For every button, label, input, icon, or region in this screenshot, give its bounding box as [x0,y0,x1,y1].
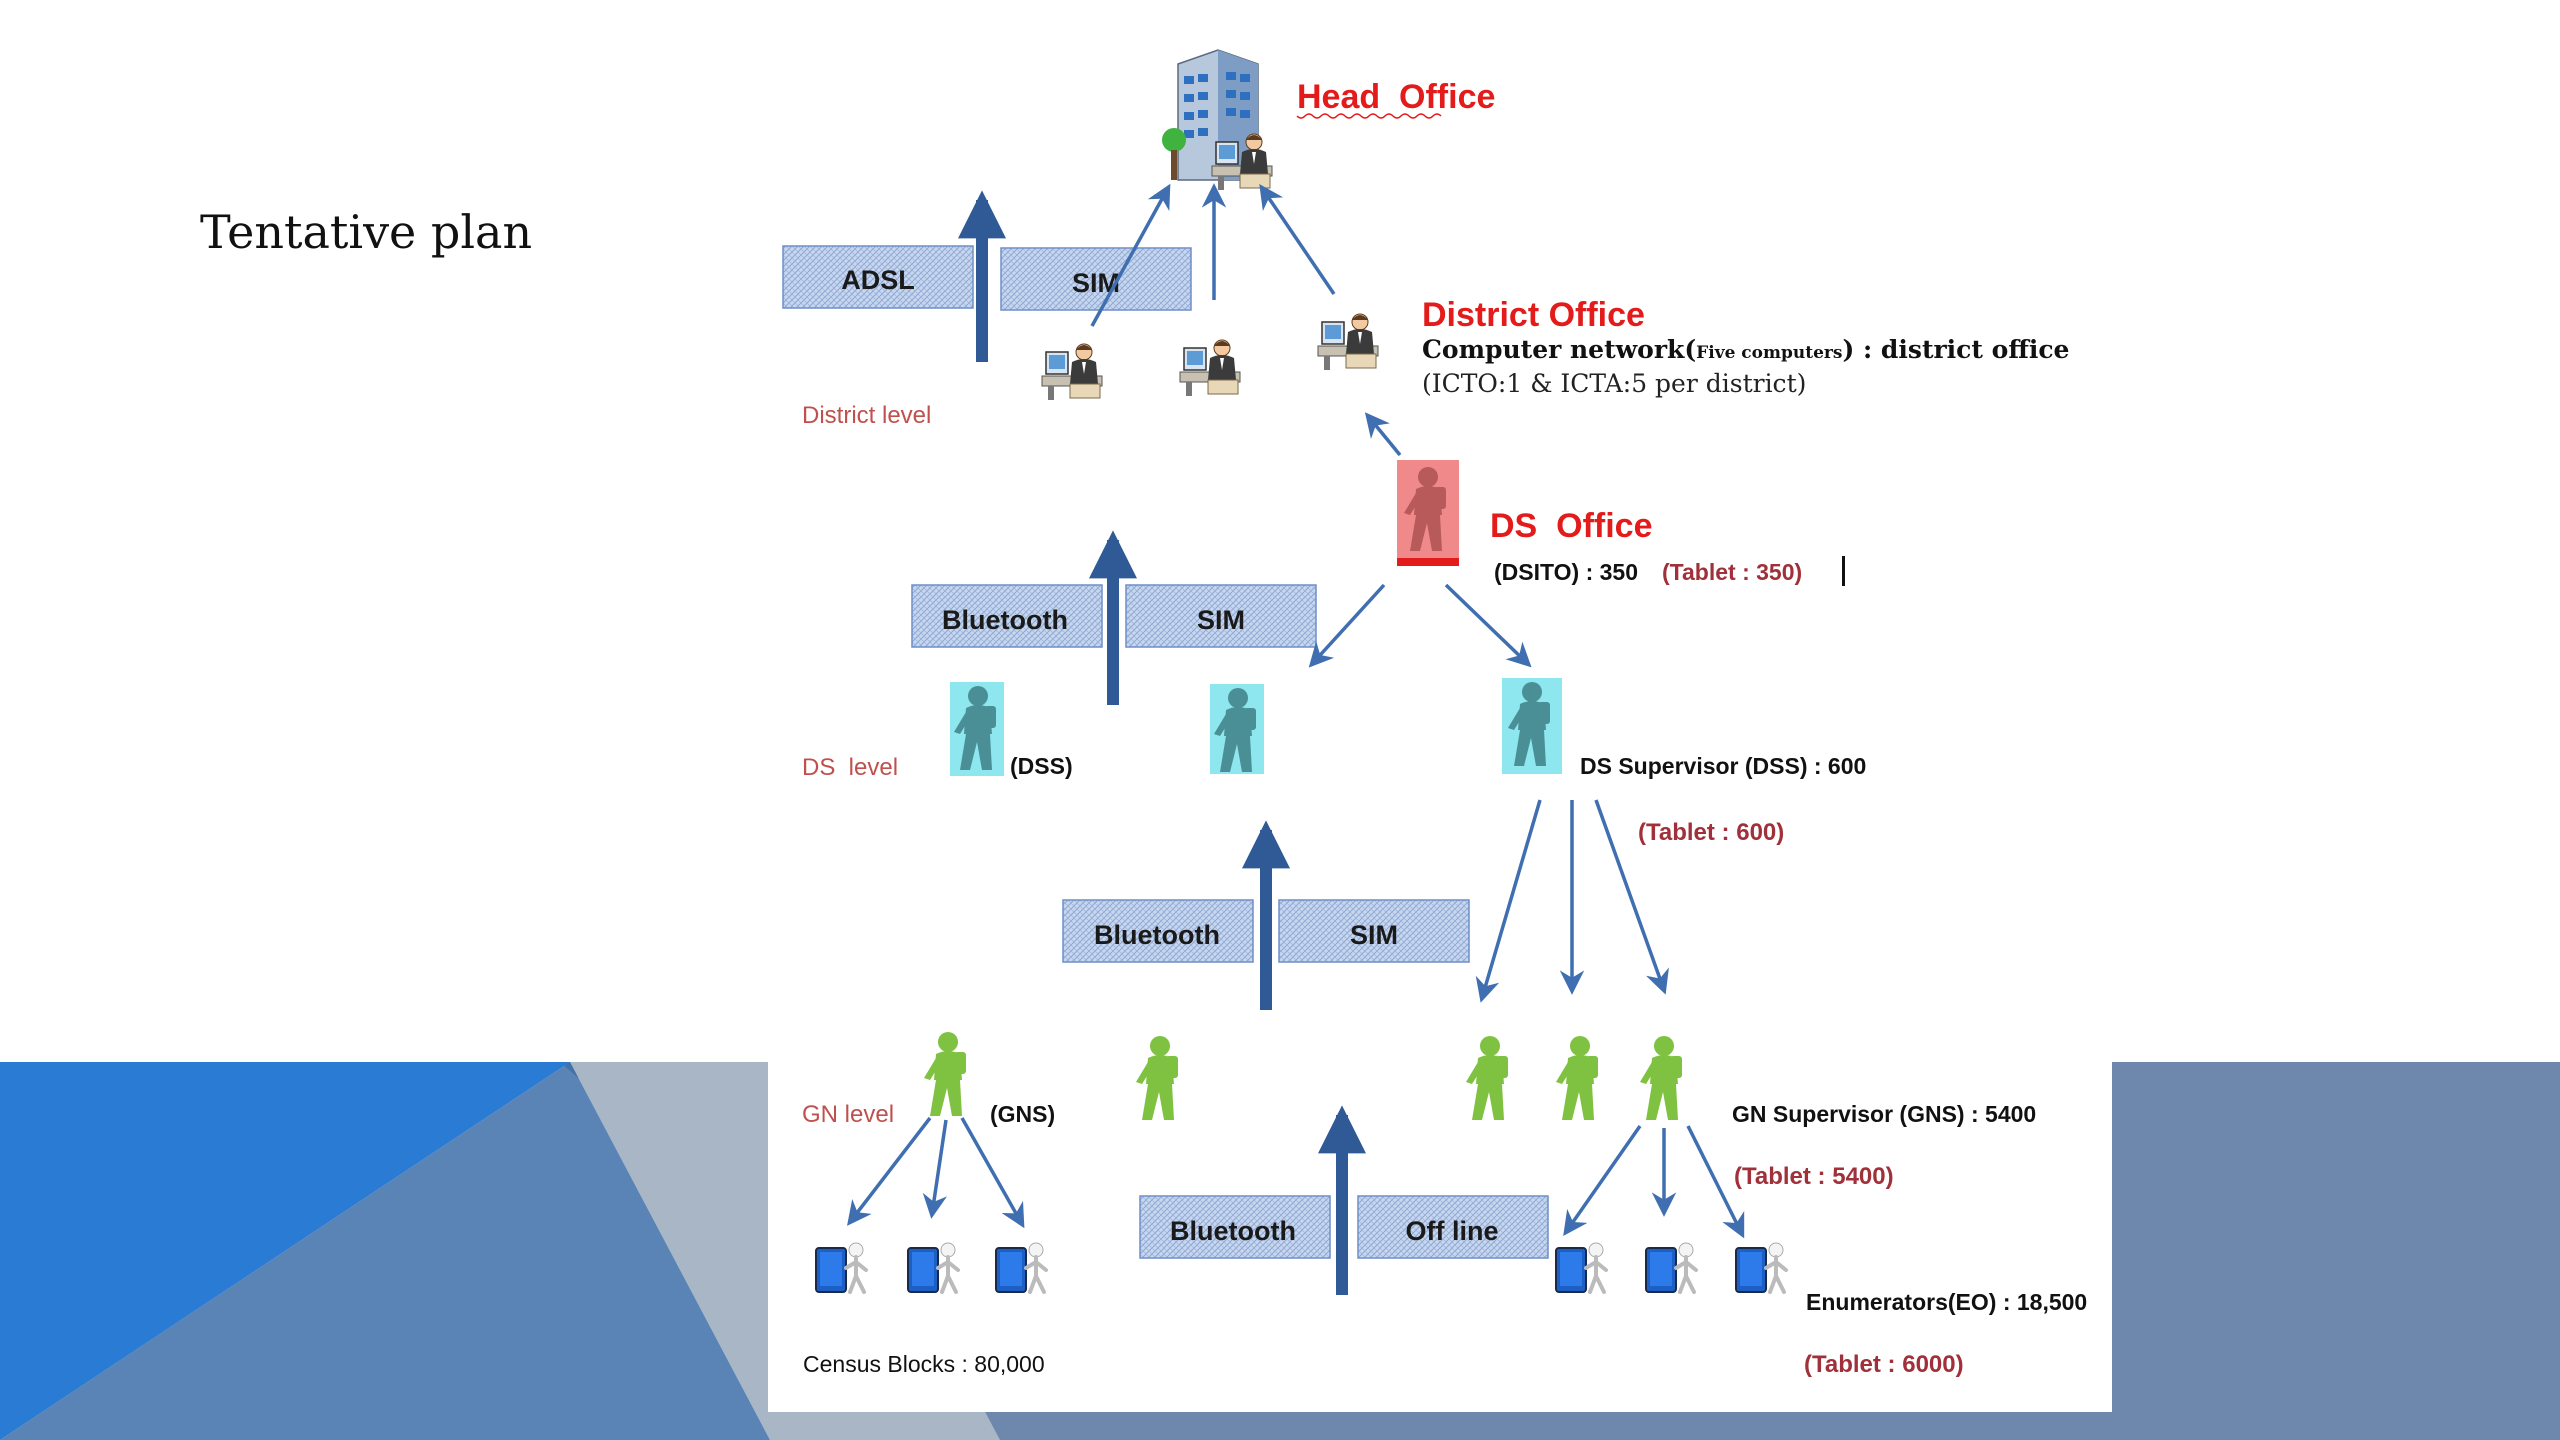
arrow-gns-to-eo-r1 [1563,1124,1642,1237]
arrow-district-to-head-1 [1090,183,1171,327]
ds-office-tablet: (Tablet : 350) [1662,559,1802,585]
arrow-ds-to-district [1364,412,1402,457]
district-staff-label: (ICTO:1 & ICTA:5 per district) [1422,369,1806,398]
deco-blue-band [0,1062,770,1440]
district-channel-adsl: ADSL [782,245,974,309]
district-channel-sim: SIM [1000,247,1192,311]
arrow-gns-to-eo-r3 [1686,1125,1745,1239]
ds-channel-sim: SIM [1125,584,1317,648]
enum-channel-offline: Off line [1357,1195,1549,1259]
ds-channel-bluetooth: Bluetooth [911,584,1103,648]
network-suffix: ) : district office [1842,335,2069,364]
census-blocks-label: Census Blocks : 80,000 [803,1351,1045,1377]
ds-supervisor-label: DS Supervisor (DSS) : 600 [1580,753,1866,779]
ds-channel-sim-label: SIM [1197,605,1245,635]
arrow-ds-office-to-dss-1 [1308,583,1386,668]
district-channel-sim-label: SIM [1072,268,1120,298]
ds-office-title: DS Office [1490,507,1652,545]
gn-level-label: GN level [802,1101,894,1128]
arrow-district-to-head-3 [1259,183,1336,295]
arrow-gns-to-eo-l3 [960,1117,1025,1229]
ds-office-highlight-bar [1397,558,1459,566]
gn-supervisor-label: GN Supervisor (GNS) : 5400 [1732,1101,2036,1127]
network-small: Five computers [1696,343,1842,363]
district-office-title: District Office [1422,296,1645,334]
enum-channel-bluetooth-label: Bluetooth [1170,1216,1296,1246]
ds-level-label: DS level [802,754,898,781]
gn-channel-sim-label: SIM [1350,920,1398,950]
enumerators-tablet: (Tablet : 6000) [1804,1351,1964,1378]
head-office-title: Head Office [1297,78,1495,116]
slide-title: Tentative plan [200,205,533,259]
enum-channel-bluetooth: Bluetooth [1139,1195,1331,1259]
head-office-underline [1296,113,1442,119]
dss-tag: (DSS) [1010,753,1073,779]
enum-channel-offline-label: Off line [1406,1216,1499,1246]
ds-supervisor-tablet: (Tablet : 600) [1638,819,1784,846]
district-channel-adsl-label: ADSL [841,265,915,295]
gn-supervisor-tablet: (Tablet : 5400) [1734,1163,1894,1190]
text-cursor [1842,556,1845,586]
gns-tag: (GNS) [990,1101,1055,1127]
district-network-label: Computer network(Five computers) : distr… [1422,335,2069,364]
arrow-dss-to-gns-3 [1594,799,1669,995]
ds-channel-bluetooth-label: Bluetooth [942,605,1068,635]
network-prefix: Computer network( [1422,335,1696,364]
arrow-dss-to-gns-1 [1475,799,1542,1003]
gn-channel-bluetooth: Bluetooth [1062,899,1254,963]
district-level-label: District level [802,402,931,429]
arrow-gns-to-eo-l2 [922,1119,948,1219]
dsito-count: (DSITO) : 350 [1494,559,1638,585]
gn-channel-bluetooth-label: Bluetooth [1094,920,1220,950]
enumerators-label: Enumerators(EO) : 18,500 [1806,1289,2087,1315]
gn-channel-sim: SIM [1278,899,1470,963]
arrow-gns-to-eo-l1 [847,1116,932,1226]
arrow-ds-office-to-dss-2 [1444,583,1532,668]
